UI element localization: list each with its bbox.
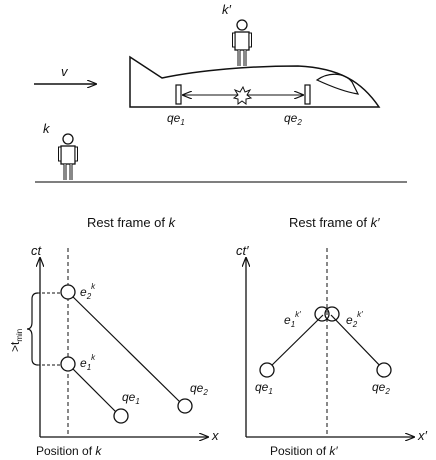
panel-kp-worldline-qe1: [266, 314, 324, 371]
ship-label-qe2: qe2: [284, 111, 302, 127]
flash-icon: [232, 85, 253, 105]
panel-k-worldline-qe2: [67, 291, 184, 406]
spaceship-hull: [129, 55, 381, 108]
panel-k-label-e1k: e1k: [80, 353, 96, 372]
panel-k-worldline-qe1: [67, 363, 119, 415]
panel-k-label-qe1: qe1: [122, 390, 140, 406]
panel-kp-event-e2: [324, 306, 340, 322]
panel-k-charge-qe1: [113, 408, 129, 424]
panel-k-label-qe2: qe2: [190, 381, 208, 397]
panel-kp-charge-qe1: [259, 362, 275, 378]
panel-k-label-e2k: e2k: [80, 282, 96, 301]
panel-kp-y-label: ct′: [236, 243, 249, 258]
panel-k-y-label: ct: [31, 243, 43, 258]
observer-k-prime-figure: [231, 18, 253, 68]
panel-kp-label-qe1: qe1: [255, 380, 273, 396]
observer-k-label: k: [43, 121, 51, 136]
panel-k-charge-qe2: [177, 398, 193, 414]
panel-k-event-e2: [60, 284, 76, 300]
panel-kp-x-label: x′: [417, 428, 428, 443]
panel-kp-worldline-qe2: [330, 314, 385, 371]
plate-left: [175, 84, 182, 105]
spaceship-window: [315, 73, 360, 95]
observer-k-figure: [57, 132, 79, 182]
panel-kp-label-e2: e2k′: [346, 310, 363, 329]
panel-k-title: Rest frame of k: [87, 215, 177, 230]
top-scene: v qe1 qe2 k′ k: [34, 2, 407, 183]
panel-k-tmin-brace: [26, 292, 39, 366]
panel-k-tmin-label: >tmin: [8, 329, 24, 352]
ship-label-qe1: qe1: [167, 111, 185, 127]
panel-rest-frame-k-prime: Rest frame of k′ ct′ x′ e1k′ e2k′ qe1 qe…: [236, 215, 428, 458]
panel-kp-label-e1: e1k′: [284, 310, 301, 329]
plate-right: [304, 84, 311, 105]
observer-k-prime-label: k′: [222, 2, 232, 17]
panel-rest-frame-k: Rest frame of k ct x >tmin e2k e1k qe1 q…: [8, 215, 219, 458]
panel-k-x-label: x: [211, 428, 219, 443]
panel-kp-charge-qe2: [376, 362, 392, 378]
panel-kp-event-e1: [314, 306, 330, 322]
panel-kp-label-qe2: qe2: [372, 380, 390, 396]
panel-kp-position-label: Position of k′: [270, 444, 338, 458]
velocity-label: v: [61, 64, 69, 79]
panel-k-position-label: Position of k: [36, 444, 102, 458]
panel-kp-title: Rest frame of k′: [289, 215, 380, 230]
panel-k-event-e1: [60, 356, 76, 372]
